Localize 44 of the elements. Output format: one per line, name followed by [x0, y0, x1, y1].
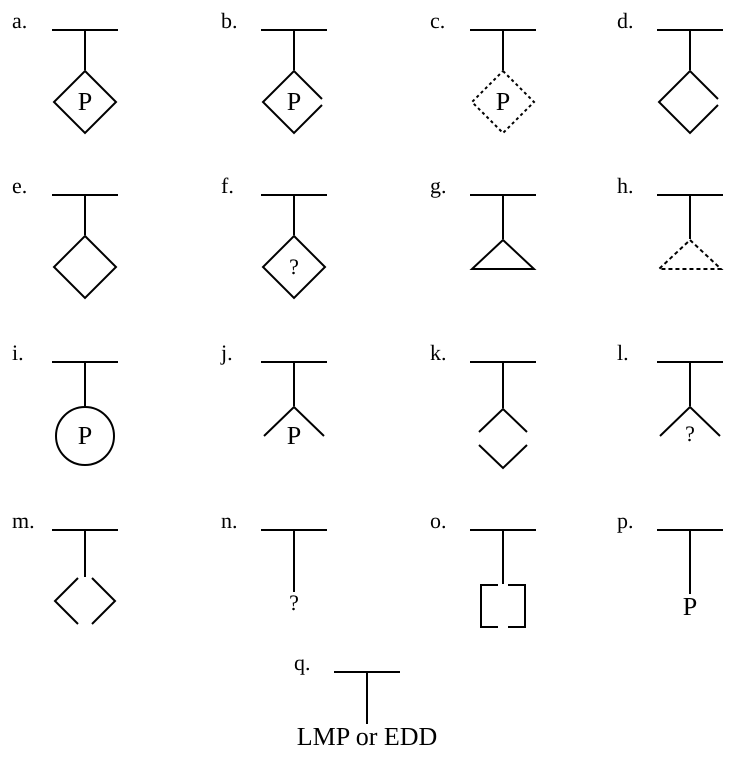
- item-label: p.: [617, 510, 634, 532]
- connector-line: [293, 31, 295, 70]
- symbol-text: ?: [289, 592, 299, 614]
- item-label: a.: [12, 10, 28, 32]
- item-label: q.: [294, 652, 310, 674]
- item-label: i.: [12, 342, 24, 364]
- connector-line: [502, 31, 504, 70]
- symbol-text: P: [496, 89, 510, 115]
- symbol-text: P: [286, 423, 302, 449]
- connector-line: [84, 196, 86, 235]
- item-label: h.: [617, 175, 634, 197]
- connector-line: [689, 531, 691, 594]
- connector-line: [293, 196, 295, 235]
- symbol-text: P: [682, 594, 698, 620]
- item-label: o.: [430, 510, 446, 532]
- connector-line: [84, 363, 86, 406]
- connector-line: [502, 531, 504, 584]
- symbol-text: P: [286, 89, 302, 115]
- connector-line: [293, 363, 295, 406]
- symbol-text: P: [78, 423, 92, 449]
- connector-line: [293, 531, 295, 592]
- item-label: l.: [617, 342, 629, 364]
- item-label: b.: [221, 10, 238, 32]
- connector-line: [689, 363, 691, 406]
- item-label: e.: [12, 175, 28, 197]
- symbol-text: ?: [685, 423, 695, 445]
- item-label: c.: [430, 10, 446, 32]
- connector-line: [366, 673, 368, 724]
- item-label: n.: [221, 510, 238, 532]
- item-label: g.: [430, 175, 446, 197]
- item-label: d.: [617, 10, 634, 32]
- connector-line: [502, 363, 504, 408]
- symbol-text: LMP or EDD: [296, 724, 438, 750]
- connector-line: [689, 31, 691, 70]
- item-label: f.: [221, 175, 234, 197]
- connector-line: [502, 196, 504, 239]
- symbol-text: P: [78, 89, 92, 115]
- item-label: j.: [221, 342, 233, 364]
- connector-line: [689, 196, 691, 239]
- item-label: k.: [430, 342, 446, 364]
- item-label: m.: [12, 510, 35, 532]
- connector-line: [84, 531, 86, 577]
- connector-line: [84, 31, 86, 70]
- symbol-text: ?: [289, 256, 299, 278]
